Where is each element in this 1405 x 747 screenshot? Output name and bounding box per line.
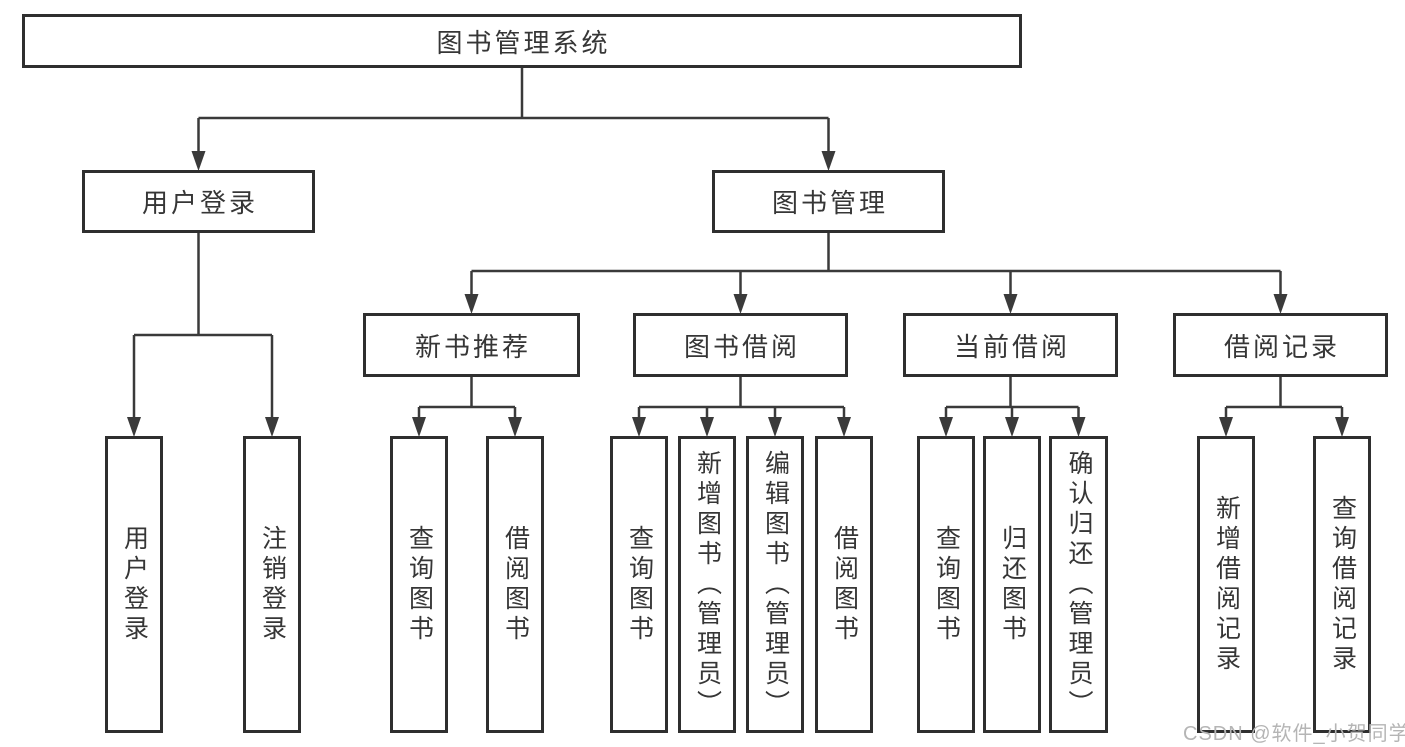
node-library-system: 图书管理系统 [22, 14, 1022, 68]
node-label: 编辑图书（管理员） [761, 449, 790, 720]
node-label: 新增借阅记录 [1212, 494, 1241, 675]
node-label: 借阅记录 [1223, 331, 1340, 362]
node-label: 注销登录 [258, 524, 287, 645]
node-label: 查询图书 [405, 524, 434, 645]
node-label: 用户登录 [141, 188, 258, 218]
node-label: 查询图书 [932, 524, 961, 645]
node-label: 借阅图书 [501, 524, 530, 645]
node-new-book-recommendation: 新书推荐 [363, 313, 580, 377]
node-label: 查询图书 [625, 524, 654, 645]
node-book-borrowing: 图书借阅 [633, 313, 848, 377]
leaf-query-books-borrowing: 查询图书 [610, 436, 668, 733]
node-label: 新增图书（管理员） [693, 449, 722, 720]
node-label: 当前借阅 [953, 331, 1070, 362]
node-user-login: 用户登录 [82, 170, 315, 233]
leaf-add-books-admin: 新增图书（管理员） [678, 436, 736, 733]
leaf-user-login: 用户登录 [105, 436, 163, 733]
node-label: 图书借阅 [683, 331, 800, 362]
node-label: 归还图书 [998, 524, 1027, 645]
node-label: 查询借阅记录 [1328, 494, 1357, 675]
node-current-borrowing: 当前借阅 [903, 313, 1118, 377]
leaf-borrow-books: 借阅图书 [815, 436, 873, 733]
leaf-return-books: 归还图书 [983, 436, 1041, 733]
leaf-query-books-current: 查询图书 [917, 436, 975, 733]
node-label: 图书管理 [771, 188, 888, 218]
leaf-query-borrow-record: 查询借阅记录 [1313, 436, 1371, 733]
node-label: 用户登录 [120, 524, 149, 645]
leaf-confirm-return-admin: 确认归还（管理员） [1049, 436, 1108, 733]
node-label: 借阅图书 [830, 524, 859, 645]
leaf-edit-books-admin: 编辑图书（管理员） [746, 436, 804, 733]
node-book-management: 图书管理 [712, 170, 945, 233]
arrowheads [127, 151, 1349, 437]
node-label: 确认归还（管理员） [1065, 449, 1093, 720]
csdn-watermark: CSDN @软件_小贺同学 [1183, 723, 1405, 745]
edge-paths [132, 68, 1344, 419]
node-borrowing-records: 借阅记录 [1173, 313, 1388, 377]
node-label: 图书管理系统 [436, 27, 611, 58]
leaf-borrow-books-recommend: 借阅图书 [486, 436, 544, 733]
node-label: 新书推荐 [414, 331, 531, 362]
leaf-query-books-recommend: 查询图书 [390, 436, 448, 733]
leaf-logout: 注销登录 [243, 436, 301, 733]
leaf-add-borrow-record: 新增借阅记录 [1197, 436, 1255, 733]
